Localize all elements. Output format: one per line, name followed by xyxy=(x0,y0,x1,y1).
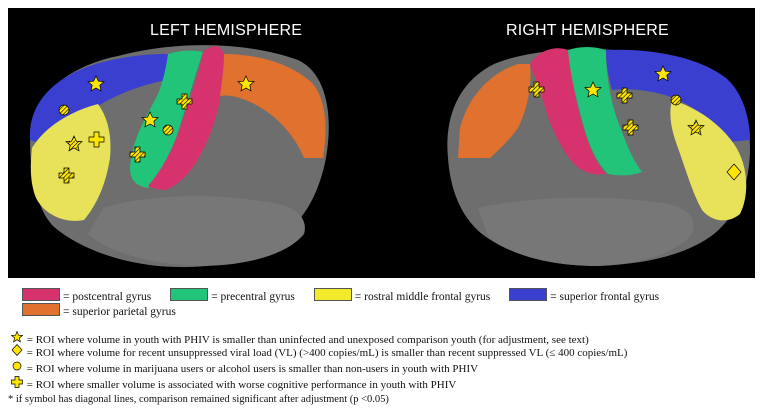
legend-label: = postcentral gyrus xyxy=(63,291,151,303)
circle-marker xyxy=(59,105,69,115)
color-legend-row-1: = postcentral gyrus = precentral gyrus =… xyxy=(22,288,659,303)
legend-label: = superior frontal gyrus xyxy=(550,291,659,303)
symbol-legend-text: = ROI where volume for recent unsuppress… xyxy=(27,347,628,359)
symbol-legend-text: = ROI where volume in marijuana users or… xyxy=(27,363,478,375)
adjustment-footnote: * if symbol has diagonal lines, comparis… xyxy=(8,394,389,405)
rostral-middle-frontal-swatch xyxy=(314,288,352,301)
brain-image-panel: LEFT HEMISPHERE RIGHT HEMISPHERE xyxy=(8,8,755,278)
legend-item-precentral: = precentral gyrus xyxy=(170,288,295,303)
legend-item-superior-parietal: = superior parietal gyrus xyxy=(22,303,176,318)
symbol-legend-diamond: = ROI where volume for recent unsuppress… xyxy=(10,344,627,359)
circle-marker xyxy=(671,95,681,105)
right-hemisphere xyxy=(447,47,750,266)
symbol-legend-cross: = ROI where smaller volume is associated… xyxy=(10,376,456,391)
color-legend-row-2: = superior parietal gyrus xyxy=(22,303,192,318)
postcentral-swatch xyxy=(22,288,60,301)
circle-icon xyxy=(10,360,24,375)
left-hemisphere xyxy=(30,45,329,267)
left-hemisphere-title: LEFT HEMISPHERE xyxy=(150,22,302,40)
legend-item-postcentral: = postcentral gyrus xyxy=(22,288,151,303)
diamond-icon xyxy=(10,344,24,359)
legend-label: = superior parietal gyrus xyxy=(63,306,176,318)
legend-label: = rostral middle frontal gyrus xyxy=(355,291,491,303)
symbol-legend-text: = ROI where smaller volume is associated… xyxy=(27,379,457,391)
brain-illustration xyxy=(8,8,755,278)
superior-parietal-swatch xyxy=(22,303,60,316)
superior-frontal-swatch xyxy=(509,288,547,301)
legend-item-rostral-middle-frontal: = rostral middle frontal gyrus xyxy=(314,288,491,303)
symbol-legend-circle: = ROI where volume in marijuana users or… xyxy=(10,360,478,375)
legend-label: = precentral gyrus xyxy=(211,291,295,303)
cross-icon xyxy=(10,376,24,391)
precentral-swatch xyxy=(170,288,208,301)
circle-marker xyxy=(163,125,173,135)
right-hemisphere-title: RIGHT HEMISPHERE xyxy=(506,22,669,40)
legend-item-superior-frontal: = superior frontal gyrus xyxy=(509,288,659,303)
